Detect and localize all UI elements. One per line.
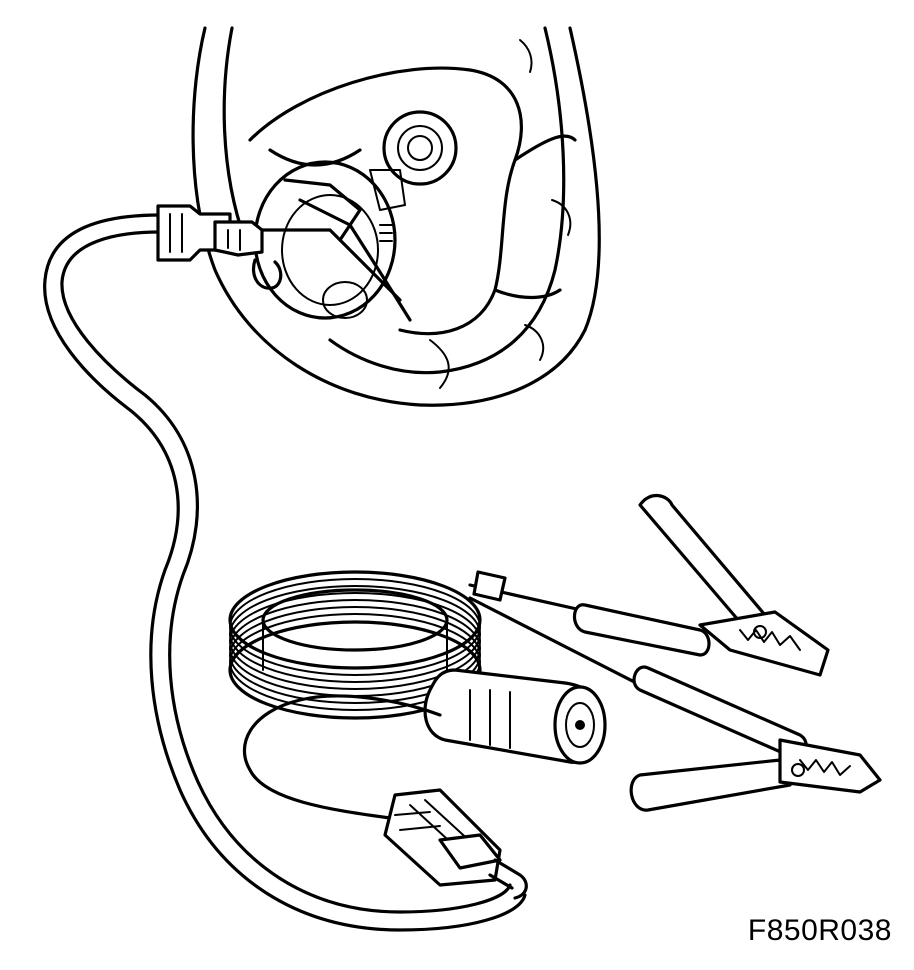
wheel-connector — [156, 204, 264, 262]
coiled-cable — [228, 570, 652, 720]
battery-clamp-lower — [629, 665, 882, 812]
figure-code: F850R038 — [747, 914, 892, 947]
steering-wheel — [191, 26, 601, 407]
test-connector — [383, 788, 528, 900]
battery-clamp-upper — [572, 494, 830, 677]
lighter-plug — [242, 668, 607, 820]
main-cable — [43, 213, 527, 932]
